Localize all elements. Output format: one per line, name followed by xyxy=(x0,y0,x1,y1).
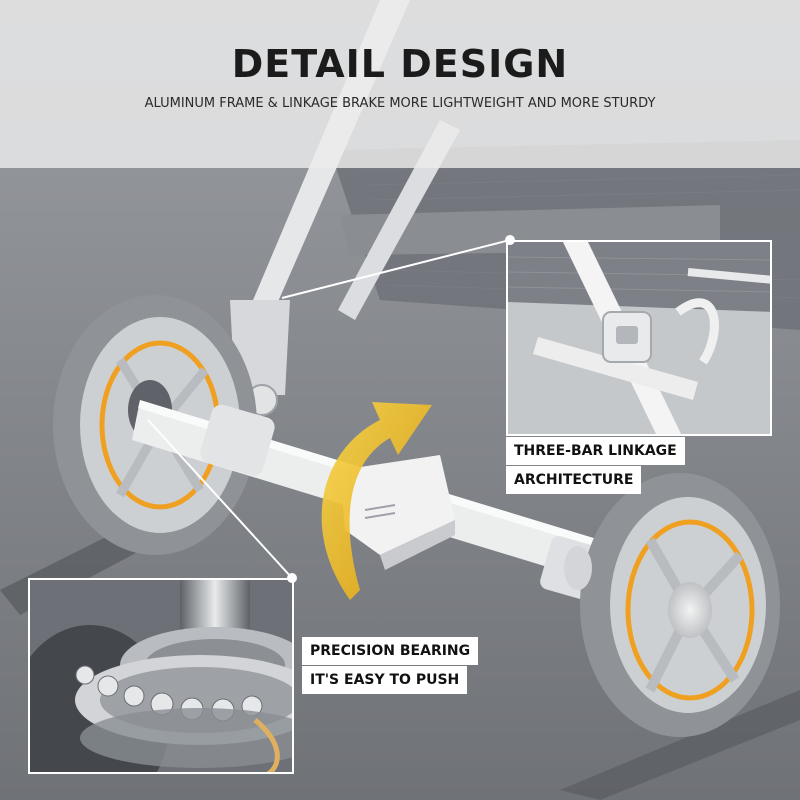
page-title: DETAIL DESIGN xyxy=(231,42,569,86)
linkage-closeup-image xyxy=(508,242,770,434)
linkage-callout-dot xyxy=(505,235,515,245)
rotation-arrow-icon xyxy=(321,402,432,600)
page-subtitle: ALUMINUM FRAME & LINKAGE BRAKE MORE LIGH… xyxy=(144,96,656,111)
bearing-detail-inset xyxy=(28,578,294,774)
bearing-label-line2: IT'S EASY TO PUSH xyxy=(302,666,468,694)
bearing-label-line1: PRECISION BEARING xyxy=(302,637,479,665)
linkage-detail-inset xyxy=(506,240,772,436)
linkage-label-line2: ARCHITECTURE xyxy=(506,466,642,494)
bearing-callout-dot xyxy=(287,573,297,583)
header-band: DETAIL DESIGN ALUMINUM FRAME & LINKAGE B… xyxy=(0,0,800,168)
linkage-label-line1: THREE-BAR LINKAGE xyxy=(506,437,685,465)
bearing-closeup-image xyxy=(30,580,292,772)
